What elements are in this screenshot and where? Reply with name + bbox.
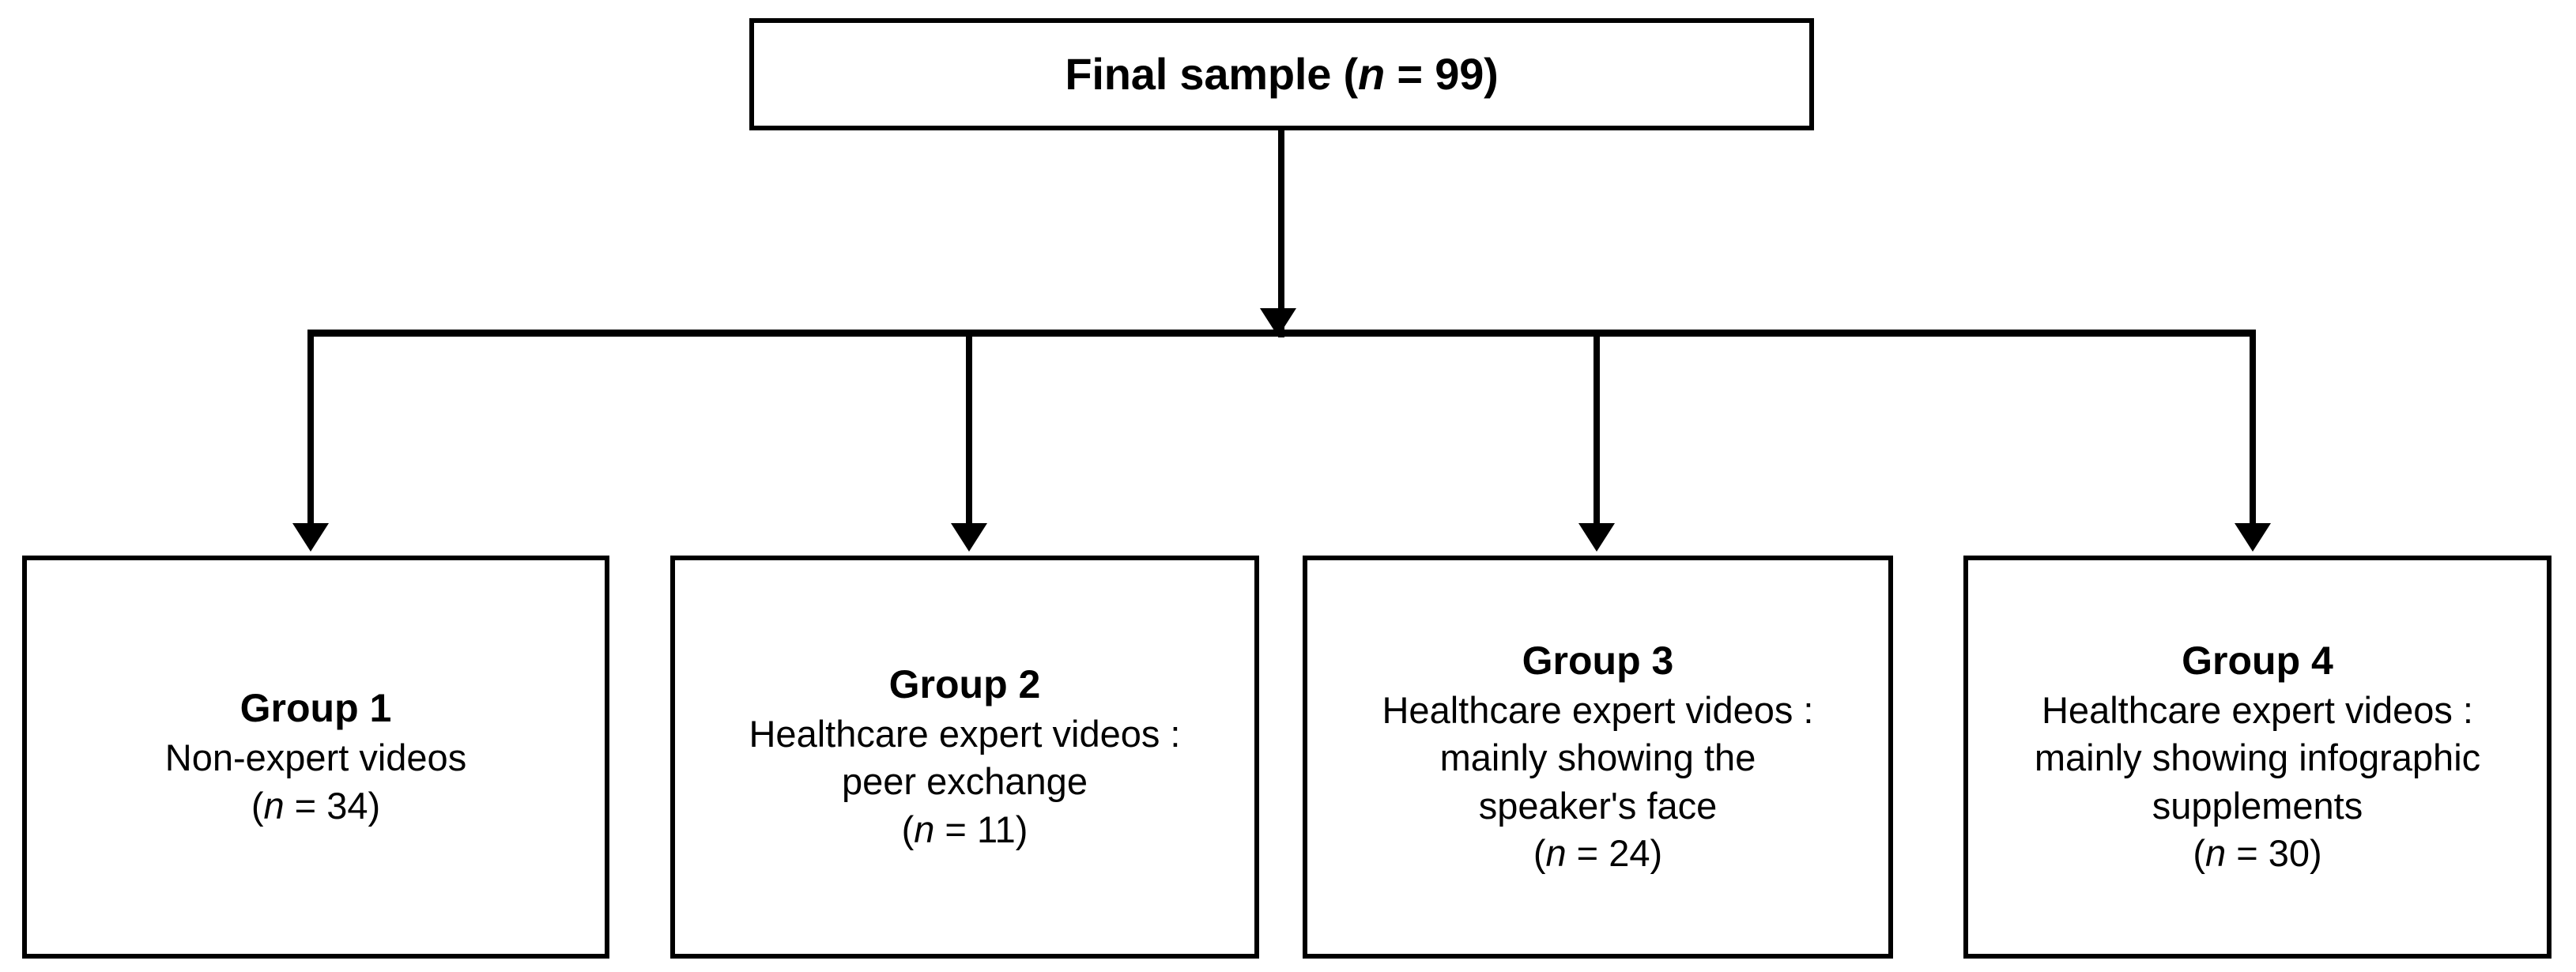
group-count-1: (n = 34) <box>165 782 466 830</box>
group-node-1: Group 1 Non-expert videos (n = 34) <box>22 556 609 959</box>
group-2-n-open: ( <box>901 808 915 850</box>
group-1-n-close: ) <box>368 784 381 827</box>
root-n-symbol: n <box>1358 48 1386 99</box>
group-1-n-open: ( <box>251 784 264 827</box>
group-1-n-eq: = <box>284 784 327 827</box>
branch-connector-line-1 <box>307 330 314 533</box>
group-4-n-eq: = <box>2226 831 2269 874</box>
group-title-2: Group 2 <box>888 662 1041 707</box>
root-node-final-sample: Final sample (n = 99) <box>749 18 1814 130</box>
group-body-2: Healthcare expert videos : peer exchange… <box>749 710 1180 853</box>
group-4-count-value: 30 <box>2268 831 2310 874</box>
group-2-n-close: ) <box>1015 808 1028 850</box>
root-node-label: Final sample (n = 99) <box>1065 48 1499 100</box>
group-line-1-0: Non-expert videos <box>164 737 467 779</box>
group-4-n-open: ( <box>2193 831 2205 874</box>
group-1-n-symbol: n <box>263 784 285 827</box>
group-3-n-open: ( <box>1533 831 1546 874</box>
group-2-count-value: 11 <box>976 808 1016 850</box>
branch-arrowhead-icon-2 <box>951 523 987 552</box>
root-label-suffix: ) <box>1484 48 1499 99</box>
branch-connector-line-3 <box>1593 330 1600 533</box>
group-3-n-symbol: n <box>1545 831 1567 874</box>
root-count: 99 <box>1435 48 1484 99</box>
branch-arrowhead-icon-4 <box>2235 523 2271 552</box>
group-line-4-1: mainly showing infographic <box>2034 737 2481 779</box>
branch-arrowhead-icon-1 <box>292 523 329 552</box>
group-3-n-eq: = <box>1566 831 1609 874</box>
group-count-4: (n = 30) <box>2035 830 2480 877</box>
group-body-4: Healthcare expert videos : mainly showin… <box>2035 687 2480 877</box>
group-body-1: Non-expert videos (n = 34) <box>165 734 466 829</box>
group-line-3-1: mainly showing the <box>1439 737 1756 779</box>
group-2-n-eq: = <box>934 808 977 850</box>
group-count-3: (n = 24) <box>1382 830 1813 877</box>
group-3-n-close: ) <box>1650 831 1663 874</box>
trunk-connector-line <box>1278 130 1284 337</box>
group-line-2-0: Healthcare expert videos : <box>749 713 1181 755</box>
group-2-n-symbol: n <box>914 808 935 850</box>
group-count-2: (n = 11) <box>749 806 1180 853</box>
group-line-3-0: Healthcare expert videos : <box>1382 689 1814 732</box>
group-4-n-close: ) <box>2310 831 2322 874</box>
group-3-count-value: 24 <box>1609 831 1650 874</box>
group-node-2: Group 2 Healthcare expert videos : peer … <box>670 556 1259 959</box>
group-title-4: Group 4 <box>2182 639 2333 684</box>
root-equals: = <box>1385 48 1435 99</box>
group-line-4-2: supplements <box>2152 784 2363 827</box>
group-1-count-value: 34 <box>326 784 368 827</box>
group-line-4-0: Healthcare expert videos : <box>2041 689 2473 732</box>
group-node-4: Group 4 Healthcare expert videos : mainl… <box>1963 556 2551 959</box>
group-line-3-2: speaker's face <box>1478 784 1718 827</box>
branch-connector-line-2 <box>966 330 972 533</box>
branch-connector-line-4 <box>2250 330 2256 533</box>
group-line-2-1: peer exchange <box>842 760 1088 803</box>
group-4-n-symbol: n <box>2205 831 2227 874</box>
branch-arrowhead-icon-3 <box>1578 523 1615 552</box>
root-label-prefix: Final sample ( <box>1065 48 1359 99</box>
group-title-3: Group 3 <box>1522 639 1674 684</box>
group-body-3: Healthcare expert videos : mainly showin… <box>1382 687 1813 877</box>
distribution-bar-connector <box>307 330 2256 337</box>
group-title-1: Group 1 <box>239 686 392 731</box>
group-node-3: Group 3 Healthcare expert videos : mainl… <box>1303 556 1893 959</box>
